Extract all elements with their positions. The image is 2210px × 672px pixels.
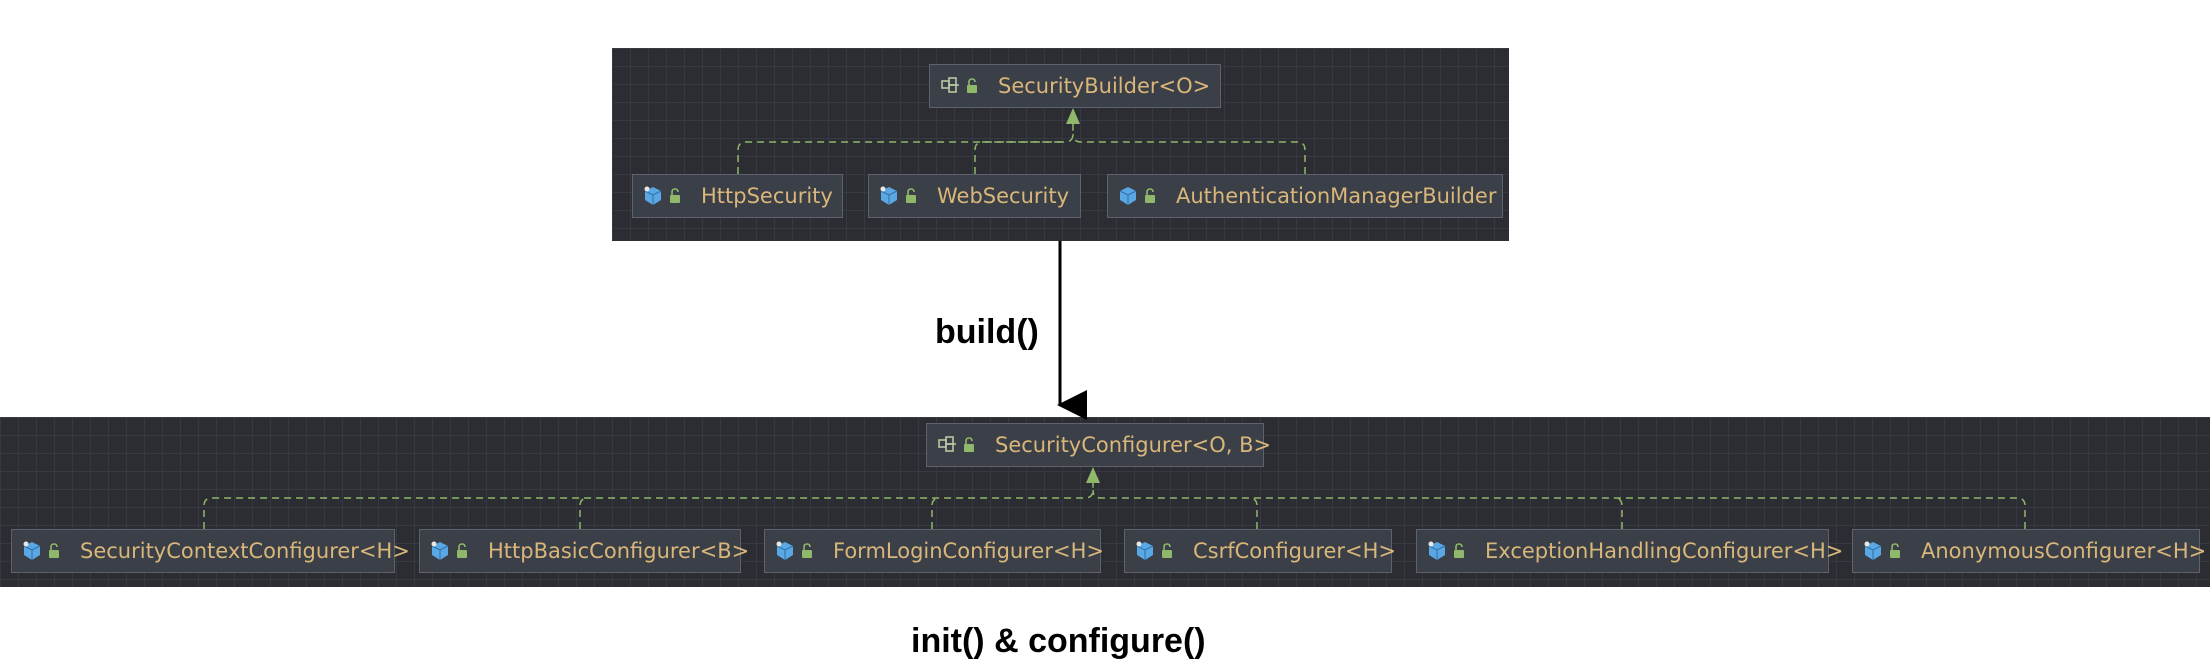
class-icon [775,540,817,562]
node-label: ExceptionHandlingConfigurer<H> [1485,539,1844,563]
exceptionhandlingconfigurer-node[interactable]: ExceptionHandlingConfigurer<H> [1416,529,1843,573]
node-label: WebSecurity [937,184,1070,208]
top-inheritance-arrowhead [1066,108,1080,124]
implements-line-authmanagerbuilder [1072,133,1306,174]
interface-icon [940,76,982,96]
class-icon [879,185,921,207]
node-label: AuthenticationManagerBuilder [1176,184,1497,208]
node-label: AnonymousConfigurer<H> [1921,539,2207,563]
implements-line-httpbasic [579,497,589,529]
init-configure-label: init() & configure() [911,622,1206,660]
implements-line-websecurity [974,141,1065,174]
websecurity-node[interactable]: WebSecurity [868,174,1081,218]
node-label: HttpBasicConfigurer<B> [488,539,750,563]
implements-line-securitycontext [203,478,1094,529]
csrfconfigurer-node[interactable]: CsrfConfigurer<H> [1124,529,1396,573]
class-icon [1863,540,1905,562]
httpbasicconfigurer-node[interactable]: HttpBasicConfigurer<B> [419,529,749,573]
class-icon [1427,540,1469,562]
securitybuilder-node[interactable]: SecurityBuilder<O> [929,64,1221,108]
formloginconfigurer-node[interactable]: FormLoginConfigurer<H> [764,529,1104,573]
authenticationmanagerbuilder-node[interactable]: AuthenticationManagerBuilder [1107,174,1503,218]
implements-line-httpsecurity [737,118,1074,174]
securityconfigurer-node[interactable]: SecurityConfigurer<O, B> [926,423,1271,467]
class-icon [1118,185,1160,207]
implements-line-exceptionhandling [1613,497,1623,529]
implements-line-formlogin [931,497,941,529]
node-label: SecurityBuilder<O> [998,74,1211,98]
lock-icon-inner [967,85,977,93]
class-icon [430,540,472,562]
class-icon [1135,540,1177,562]
class-icon [643,185,685,207]
class-icon [22,540,64,562]
securitycontextconfigurer-node[interactable]: SecurityContextConfigurer<H> [11,529,410,573]
interface-icon [937,435,979,455]
implements-line-anonymous [1092,489,2026,529]
httpsecurity-node[interactable]: HttpSecurity [632,174,843,218]
node-label: CsrfConfigurer<H> [1193,539,1397,563]
node-label: HttpSecurity [701,184,833,208]
bottom-inheritance-arrowhead [1086,467,1100,483]
node-label: SecurityContextConfigurer<H> [80,539,410,563]
node-label: FormLoginConfigurer<H> [833,539,1104,563]
node-label: SecurityConfigurer<O, B> [995,433,1272,457]
build-method-label: build() [935,313,1039,351]
implements-line-csrf [1248,497,1258,529]
anonymousconfigurer-node[interactable]: AnonymousConfigurer<H> [1852,529,2206,573]
